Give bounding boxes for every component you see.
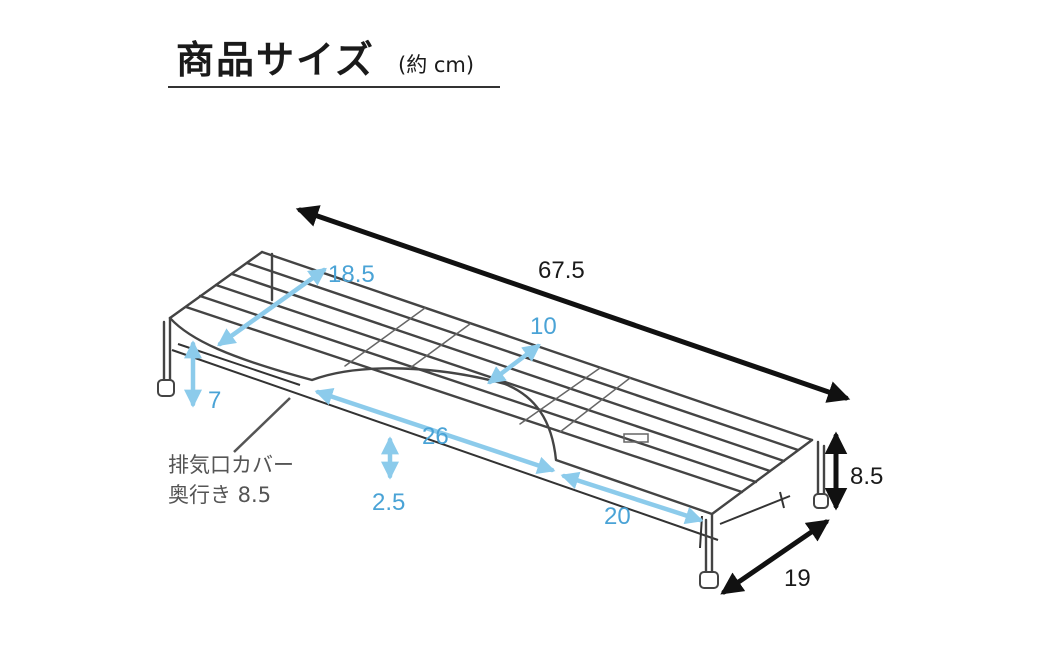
heading-unit: (約 cm) xyxy=(398,53,475,77)
side-width-arrow xyxy=(560,471,704,525)
label-center-gap: 10 xyxy=(530,313,557,340)
label-side-width: 20 xyxy=(604,503,631,530)
label-depth: 19 xyxy=(784,565,811,592)
heading-title: 商品サイズ xyxy=(176,38,375,82)
depth-arrow xyxy=(720,519,830,595)
label-length: 67.5 xyxy=(538,257,585,284)
label-clearance: 2.5 xyxy=(372,489,405,516)
label-inner-depth: 18.5 xyxy=(328,261,375,288)
rack-illustration xyxy=(157,250,829,589)
rack-right-end xyxy=(710,438,814,516)
label-front-height: 7 xyxy=(208,387,221,414)
inner-depth-arrow xyxy=(217,267,327,347)
center-gap-arrow xyxy=(487,343,541,385)
cutout-width-arrow xyxy=(314,388,556,474)
note-line-1: 排気口カバー xyxy=(168,453,294,477)
label-height: 8.5 xyxy=(850,463,883,490)
length-arrow xyxy=(295,205,851,403)
label-cutout-width: 26 xyxy=(422,423,449,450)
note-line-2: 奥行き 8.5 xyxy=(168,483,271,507)
note-leader xyxy=(233,397,291,453)
heading-underline xyxy=(168,86,500,88)
page-heading: 商品サイズ (約 cm) xyxy=(168,30,500,88)
